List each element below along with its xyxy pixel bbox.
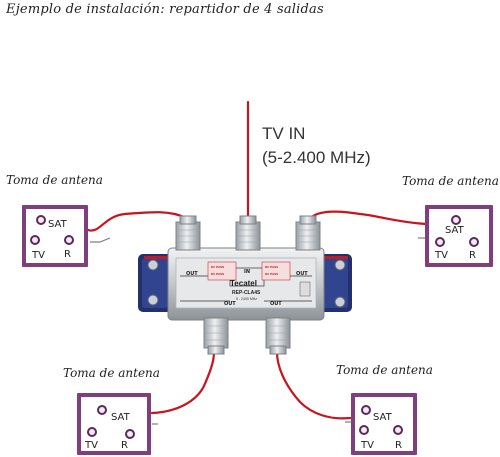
dc-pass-label-r1: DC PASS <box>265 265 279 269</box>
cable-top-left <box>86 211 188 232</box>
sat-label: SAT <box>445 225 464 236</box>
wall-outlet-top-left: SAT TV R <box>22 205 88 267</box>
tv-label: TV <box>361 440 374 451</box>
sat-label: SAT <box>48 219 67 230</box>
splitter-in-label: IN <box>244 269 251 275</box>
dc-pass-label-r2: DC PASS <box>265 272 279 276</box>
sat-socket-icon <box>97 405 107 415</box>
wall-outlet-bottom-left: SAT TV R <box>77 393 151 455</box>
cable-top-right <box>308 210 428 226</box>
radio-label: R <box>395 440 402 451</box>
tag-bottom-right: Toma de antena <box>336 363 433 377</box>
tv-socket-icon <box>435 237 445 247</box>
tag-top-right: Toma de antena <box>402 174 499 188</box>
splitter-out-label-tl: OUT <box>186 271 198 277</box>
radio-socket-icon <box>64 235 74 245</box>
sat-socket-icon <box>361 405 371 415</box>
tv-in-range: (5-2.400 MHz) <box>262 148 371 167</box>
radio-label: R <box>469 250 476 261</box>
tv-in-label: TV IN (5-2.400 MHz) <box>262 122 371 170</box>
splitter-device <box>138 215 352 355</box>
wall-outlet-top-right: SAT TV R <box>425 205 493 267</box>
radio-label: R <box>121 440 128 451</box>
tag-top-left: Toma de antena <box>6 173 103 187</box>
cable-bottom-left <box>150 350 216 415</box>
brand-logo: Tecatel <box>230 279 257 288</box>
sat-socket-icon <box>36 215 46 225</box>
model-reference: REP-CLA4S <box>232 290 261 296</box>
dc-pass-label-l1: DC PASS <box>211 265 225 269</box>
radio-label: R <box>64 249 71 260</box>
tv-socket-icon <box>87 427 97 437</box>
radio-socket-icon <box>469 237 479 247</box>
dc-pass-label-l2: DC PASS <box>211 272 225 276</box>
link-top-left <box>90 237 111 243</box>
splitter-out-label-bl: OUT <box>224 301 236 307</box>
splitter-out-label-tr: OUT <box>296 271 308 277</box>
tv-label: TV <box>85 440 98 451</box>
cable-bottom-right <box>275 350 352 420</box>
radio-socket-icon <box>125 429 135 439</box>
tag-bottom-left: Toma de antena <box>63 366 160 380</box>
diagram-title: Ejemplo de instalación: repartidor de 4 … <box>6 2 324 17</box>
wall-outlet-bottom-right: SAT TV R <box>351 393 417 455</box>
radio-socket-icon <box>393 425 403 435</box>
tv-socket-icon <box>30 235 40 245</box>
tv-label: TV <box>32 250 45 261</box>
tv-socket-icon <box>359 425 369 435</box>
sat-label: SAT <box>373 412 392 423</box>
splitter-out-label-br: OUT <box>270 301 282 307</box>
frequency-range: 5 - 2400 MHz <box>236 297 258 301</box>
sat-socket-icon <box>451 215 461 225</box>
sat-label: SAT <box>111 412 130 423</box>
tv-label: TV <box>435 250 448 261</box>
tv-in-title: TV IN <box>262 124 306 143</box>
